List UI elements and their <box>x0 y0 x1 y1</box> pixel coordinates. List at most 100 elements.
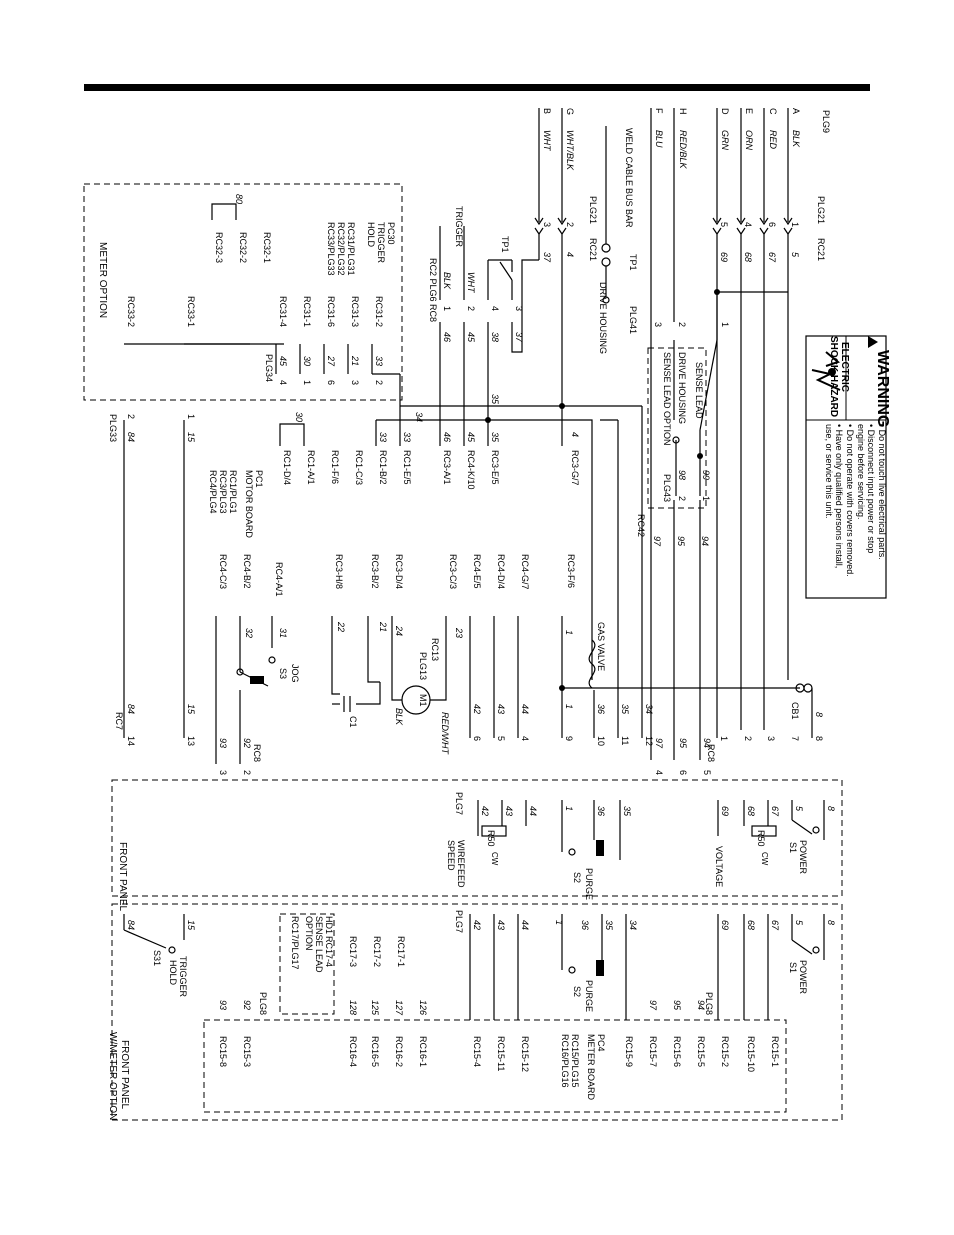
wire-number: 31 <box>278 628 288 638</box>
circuit-breaker-cb1: CB1 <box>714 289 813 738</box>
wire-number: 35 <box>620 704 630 715</box>
wire-number: 1 <box>564 704 574 709</box>
wire-number: 84 <box>126 432 136 442</box>
rc3-f6: RC3-F/6 <box>566 554 576 588</box>
power-switch-icon-2[interactable] <box>812 946 820 954</box>
plg21-pin: 5 <box>719 222 729 227</box>
wire-number: 1 <box>564 806 574 811</box>
wire-number: 43 <box>496 920 506 930</box>
rc8-pin: 1 <box>719 736 729 741</box>
plg41-label: PLG41 <box>628 306 638 334</box>
rc8-pin: 7 <box>790 736 800 741</box>
rc33-2: RC33-2 <box>126 296 136 327</box>
motor-wire-blk: BLK <box>394 708 404 726</box>
warning-bullet-4: • Do not operate with covers removed. <box>845 424 855 577</box>
wire-number: 127 <box>394 1000 404 1016</box>
rc1-d4: RC1-D/4 <box>282 450 292 485</box>
rc8-pin: 4 <box>654 770 664 775</box>
rc17-3: RC17-3 <box>348 936 358 967</box>
rc3-b2: RC3-B/2 <box>370 554 380 589</box>
rc16-plg16-label: RC16/PLG16 <box>560 1034 570 1088</box>
plg33-connector: PLG33 2 1 84 15 <box>108 414 196 738</box>
r50-label-2: R50 <box>486 830 496 847</box>
rc3-g7: RC3-G/7 <box>570 450 580 486</box>
purge-button-icon-2[interactable] <box>596 960 604 976</box>
wire-number: 68 <box>743 252 753 262</box>
hazard-line-1: ELECTRIC <box>839 342 850 392</box>
rc32-3: RC32-3 <box>214 232 224 263</box>
wire-number: 42 <box>472 920 482 930</box>
wire-number: 92 <box>242 1000 252 1010</box>
rc4-b2: RC4-B/2 <box>242 554 252 589</box>
rc7-label: RC7 <box>114 712 124 730</box>
rc31-6: RC31-6 <box>326 296 336 327</box>
rc8-pin: 2 <box>743 736 753 741</box>
meter-option-sublabel: W/METER OPTION <box>107 1032 118 1120</box>
plg9-color-B: WHT <box>542 130 552 152</box>
power-switch-icon[interactable] <box>812 826 820 834</box>
wire-number: 69 <box>719 252 729 262</box>
voltage-label: VOLTAGE <box>714 846 724 887</box>
trigger-hold-label: TRIGGER <box>376 222 386 264</box>
wire-number: 44 <box>520 704 530 714</box>
pc30-label: PC30 <box>386 222 396 245</box>
rc42-label: RC42 <box>636 514 646 537</box>
wire-number: 21 <box>350 355 360 366</box>
warning-bullet-2: • Disconnect input power or stop <box>866 424 876 553</box>
wire-number: 5 <box>794 920 804 926</box>
wire-number: 42 <box>472 704 482 714</box>
wire-number: 126 <box>418 1000 428 1015</box>
wire-number: 15 <box>186 704 196 715</box>
wire-number: 4 <box>570 432 580 437</box>
rc15-10: RC15-10 <box>746 1036 756 1072</box>
wire-number: 30 <box>302 356 312 366</box>
wire-number: 30 <box>294 412 304 422</box>
voltage-pot-icon[interactable] <box>751 825 777 837</box>
wire-number: 23 <box>454 627 464 638</box>
rc17-plg17-label: RC17/PLG17 <box>290 916 300 970</box>
rc8-pin: 3 <box>218 770 228 775</box>
plg34-pin: 4 <box>278 380 288 385</box>
rc21-label: RC21 <box>588 238 598 261</box>
wire-number: 32 <box>244 628 254 638</box>
wire-number: 34 <box>414 412 424 422</box>
tp1-switch-label: TP1 <box>500 236 510 253</box>
plg33-pin: 2 <box>126 414 136 419</box>
front-panel-label: FRONT PANEL <box>117 842 128 912</box>
plg9-color-G: WHT/BLK <box>565 130 575 171</box>
plg43-pin: 1 <box>701 496 711 501</box>
speed-label: SPEED <box>446 840 456 871</box>
plg9-pin-A: A <box>791 108 801 114</box>
rc7-pin: 12 <box>644 736 654 746</box>
rc1-a1: RC1-A/1 <box>306 450 316 485</box>
tp1-coil-icon <box>601 243 611 253</box>
wire-number: 45 <box>278 356 288 367</box>
rc8-pin: 6 <box>678 770 688 775</box>
rc3-c3: RC3-C/3 <box>448 554 458 589</box>
rc7-connector: RC7 42 43 44 36 35 34 1 84 15 6 5 4 10 1… <box>114 405 654 746</box>
wire-number: 46 <box>442 432 452 442</box>
warning-bullet-6: use, or service this unit. <box>824 424 834 519</box>
rc4-e5: RC4-E/5 <box>472 554 482 589</box>
trigger-hold-switch-icon[interactable] <box>168 946 176 954</box>
plg21-pin: 4 <box>743 222 753 227</box>
meter-option-label: METER OPTION <box>97 242 108 318</box>
plg41-pin: 1 <box>720 322 730 327</box>
warning-title: WARNING <box>874 350 891 427</box>
cb1-label: CB1 <box>790 702 800 720</box>
drive-motor-m1: M1 BLK RED/WHT C1 <box>332 652 450 755</box>
purge-button-icon[interactable] <box>596 840 604 856</box>
wire-number: 4 <box>565 252 575 257</box>
pc4-label: PC4 <box>596 1034 606 1052</box>
wire-number: 38 <box>490 332 500 342</box>
rc31-4: RC31-4 <box>278 296 288 327</box>
s3-label: S3 <box>278 668 288 679</box>
rc7-pin: 6 <box>472 736 482 741</box>
rc32-1: RC32-1 <box>262 232 272 263</box>
rc7-pin: 14 <box>126 736 136 746</box>
rc7-pin: 11 <box>620 736 630 745</box>
motor-label: M1 <box>418 694 428 707</box>
rc4-d4: RC4-D/4 <box>496 554 506 589</box>
wirefeed-pot-icon[interactable] <box>481 825 507 837</box>
s31-label: S31 <box>152 950 162 966</box>
